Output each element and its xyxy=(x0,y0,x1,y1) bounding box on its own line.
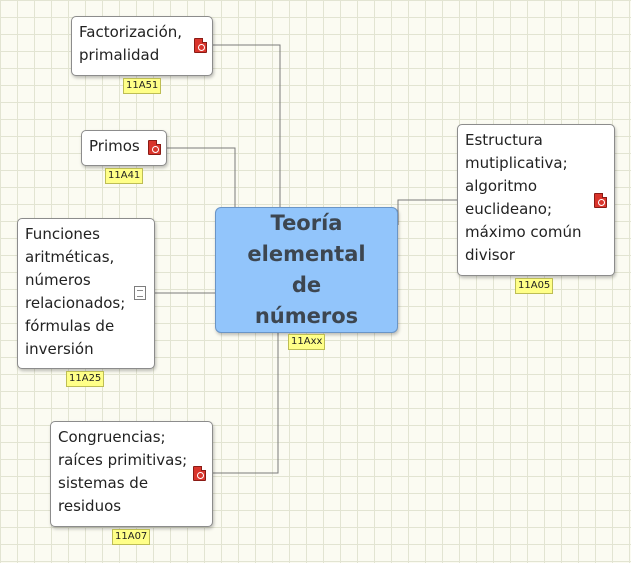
pdf-icon[interactable] xyxy=(148,140,161,155)
connector-estructura xyxy=(397,199,457,225)
topic-congruencias-tag: 11A07 xyxy=(112,529,151,545)
topic-factorizacion[interactable]: Factorización, primalidad xyxy=(71,16,213,76)
topic-estructura-tag: 11A05 xyxy=(515,278,554,294)
topic-funciones[interactable]: Funciones aritméticas, números relaciona… xyxy=(17,218,155,369)
topic-primos[interactable]: Primos xyxy=(81,130,167,166)
topic-primos-tag: 11A41 xyxy=(105,168,144,184)
topic-primos-label: Primos xyxy=(89,137,140,155)
pdf-icon[interactable] xyxy=(594,193,607,208)
topic-funciones-label: Funciones aritméticas, números relaciona… xyxy=(25,225,126,358)
document-icon[interactable] xyxy=(134,286,146,300)
topic-factorizacion-label: Factorización, primalidad xyxy=(79,23,183,64)
connector-factorizacion xyxy=(213,44,281,207)
topic-congruencias-label: Congruencias; raíces primitivas; sistema… xyxy=(58,428,188,515)
pdf-icon[interactable] xyxy=(193,466,206,481)
connector-congruencias xyxy=(213,333,279,474)
topic-estructura[interactable]: Estructura mutiplicativa; algoritmo eucl… xyxy=(457,124,615,276)
topic-factorizacion-tag: 11A51 xyxy=(123,78,162,94)
central-topic-tag: 11Axx xyxy=(288,334,326,350)
central-topic-title: Teoría elemental de números xyxy=(247,211,366,328)
topic-funciones-tag: 11A25 xyxy=(66,371,105,387)
pdf-icon[interactable] xyxy=(194,38,207,53)
connector-primos xyxy=(167,147,236,207)
central-topic[interactable]: Teoría elemental de números xyxy=(215,207,398,333)
topic-congruencias[interactable]: Congruencias; raíces primitivas; sistema… xyxy=(50,421,213,527)
topic-estructura-label: Estructura mutiplicativa; algoritmo eucl… xyxy=(465,131,582,264)
